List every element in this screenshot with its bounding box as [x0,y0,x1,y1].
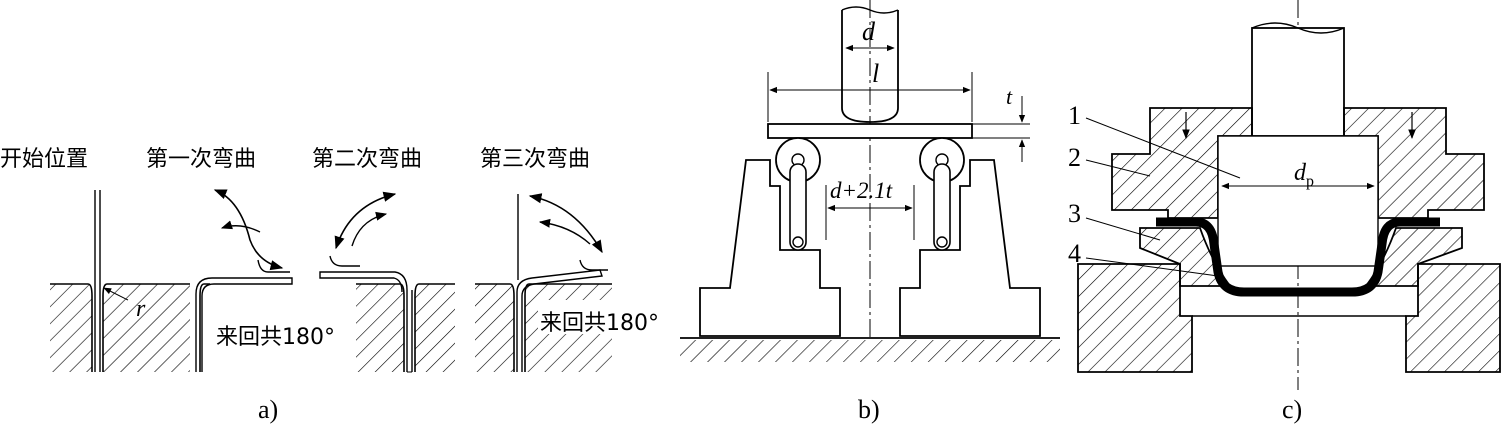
specimen-plate [767,123,973,139]
lower-die-left [1077,263,1193,373]
caption-first-bend: 第一次弯曲 [146,147,256,172]
part-number-3: 3 [1068,199,1081,228]
l-label: l [872,59,879,88]
caption-start: 开始位置 [0,147,88,172]
part-number-4: 4 [1068,239,1081,268]
part-number-2: 2 [1068,143,1081,172]
panel-b-tag: b) [858,395,880,424]
panel-a-tag: a) [258,395,278,424]
panel-b: d l t d+2.1t b) [680,0,1060,424]
angle-note-1: 来回共180° [216,325,335,350]
t-label: t [1006,84,1013,109]
radius-label: r [136,296,146,322]
lower-die-right [1405,263,1501,373]
die-first-bend: 来回共180° [195,189,335,372]
panel-c-tag: c) [1282,395,1302,424]
left-support [699,159,841,337]
cup-specimen [1156,217,1440,297]
caption-third-bend: 第三次弯曲 [480,147,590,172]
angle-note-2: 来回共180° [540,311,659,336]
punch [1251,27,1345,137]
specimen-first-bend [195,277,293,372]
ground [680,340,1060,362]
right-support [899,159,1041,337]
caption-second-bend: 第二次弯曲 [312,147,422,172]
die-third-bend: 来回共180° [475,193,698,372]
panel-c: dp 1 2 3 4 c) [1068,0,1501,424]
part-number-1: 1 [1068,101,1081,130]
die-second-bend [319,191,455,373]
d-label: d [862,17,876,46]
mandrel [841,10,899,123]
die-start: r [50,190,190,372]
dp-label: dp [1294,160,1314,190]
gap-label: d+2.1t [830,178,893,203]
panel-a: 开始位置 第一次弯曲 第二次弯曲 第三次弯曲 r 来回共180° [0,147,698,424]
specimen-third-bend [516,269,603,372]
